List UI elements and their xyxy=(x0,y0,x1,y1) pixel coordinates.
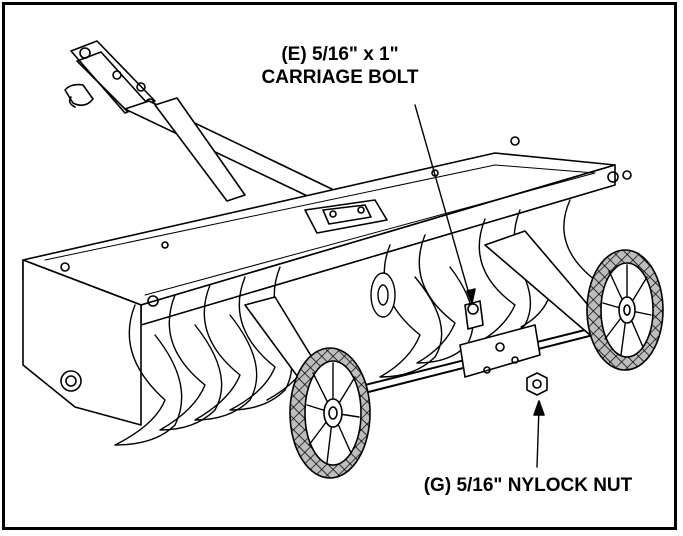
tine-row xyxy=(114,199,596,446)
nut-leader-arrow xyxy=(533,400,545,468)
bolt-leader-arrow xyxy=(414,104,476,304)
nylock-nut xyxy=(526,372,548,396)
wheel-left xyxy=(289,347,371,479)
carriage-bolt-name: CARRIAGE BOLT xyxy=(261,67,419,88)
aerator-illustration xyxy=(22,40,664,479)
tow-hitch xyxy=(64,40,156,114)
carriage-bolt-callout: (E) 5/16" x 1" CARRIAGE BOLT xyxy=(210,43,470,89)
wheel-right xyxy=(586,249,664,371)
figure-frame: (E) 5/16" x 1" CARRIAGE BOLT (G) 5/16" N… xyxy=(2,2,677,530)
carriage-bolt-size: (E) 5/16" x 1" xyxy=(281,44,399,65)
side-plate xyxy=(22,259,142,426)
nylock-nut-callout: (G) 5/16" NYLOCK NUT xyxy=(423,475,633,496)
